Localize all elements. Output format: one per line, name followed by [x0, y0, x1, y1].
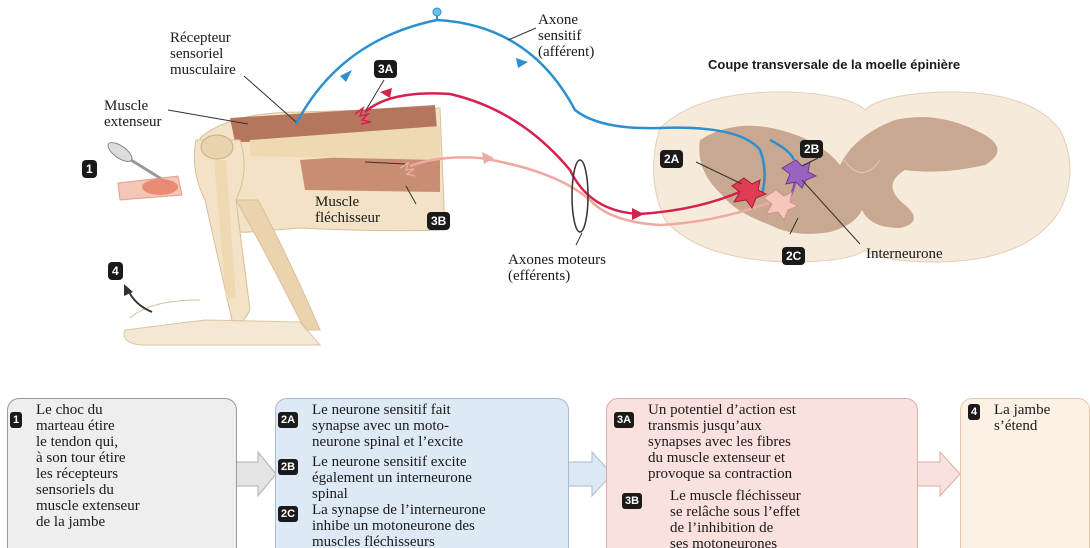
step-badge-4: 4	[968, 404, 980, 420]
badge-2b: 2B	[800, 140, 823, 158]
badge-3a: 3A	[374, 60, 397, 78]
step-text-2a: Le neurone sensitif fait synapse avec un…	[312, 402, 463, 450]
badge-4: 4	[108, 262, 123, 280]
step-badge-2a: 2A	[278, 412, 298, 428]
step-badge-3b: 3B	[622, 493, 642, 509]
label-muscle-extenseur: Muscle extenseur	[104, 98, 161, 130]
step-text-3a: Un potentiel d’action est transmis jusqu…	[648, 402, 796, 482]
badge-1: 1	[82, 160, 97, 178]
step-text-2c: La synapse de l’interneurone inhibe un m…	[312, 502, 486, 548]
leg-illustration	[124, 105, 445, 345]
cross-section-title: Coupe transversale de la moelle épinière	[708, 57, 960, 72]
kick-arrow	[128, 290, 152, 312]
reflex-hammer	[105, 139, 182, 200]
label-muscle-flechisseur: Muscle fléchisseur	[315, 194, 380, 226]
step-badge-2c: 2C	[278, 506, 298, 522]
step-badge-3a: 3A	[614, 412, 634, 428]
step-text-2b: Le neurone sensitif excite également un …	[312, 454, 472, 502]
badge-3b: 3B	[427, 212, 450, 230]
step-badge-1: 1	[10, 412, 22, 428]
label-axones-moteurs: Axones moteurs (efférents)	[508, 252, 606, 284]
badge-2a: 2A	[660, 150, 683, 168]
label-axone-sensitif: Axone sensitif (afférent)	[538, 12, 594, 60]
spinal-cord-section	[654, 92, 1070, 262]
step-text-1: Le choc du marteau étire le tendon qui, …	[36, 402, 140, 530]
step-text-4: La jambe s’étend	[994, 402, 1050, 434]
label-interneurone: Interneurone	[866, 246, 943, 262]
label-recepteur: Récepteur sensoriel musculaire	[170, 30, 236, 78]
step-badge-2b: 2B	[278, 459, 298, 475]
badge-2c: 2C	[782, 247, 805, 265]
step-text-3b: Le muscle fléchisseur se relâche sous l’…	[670, 488, 801, 548]
